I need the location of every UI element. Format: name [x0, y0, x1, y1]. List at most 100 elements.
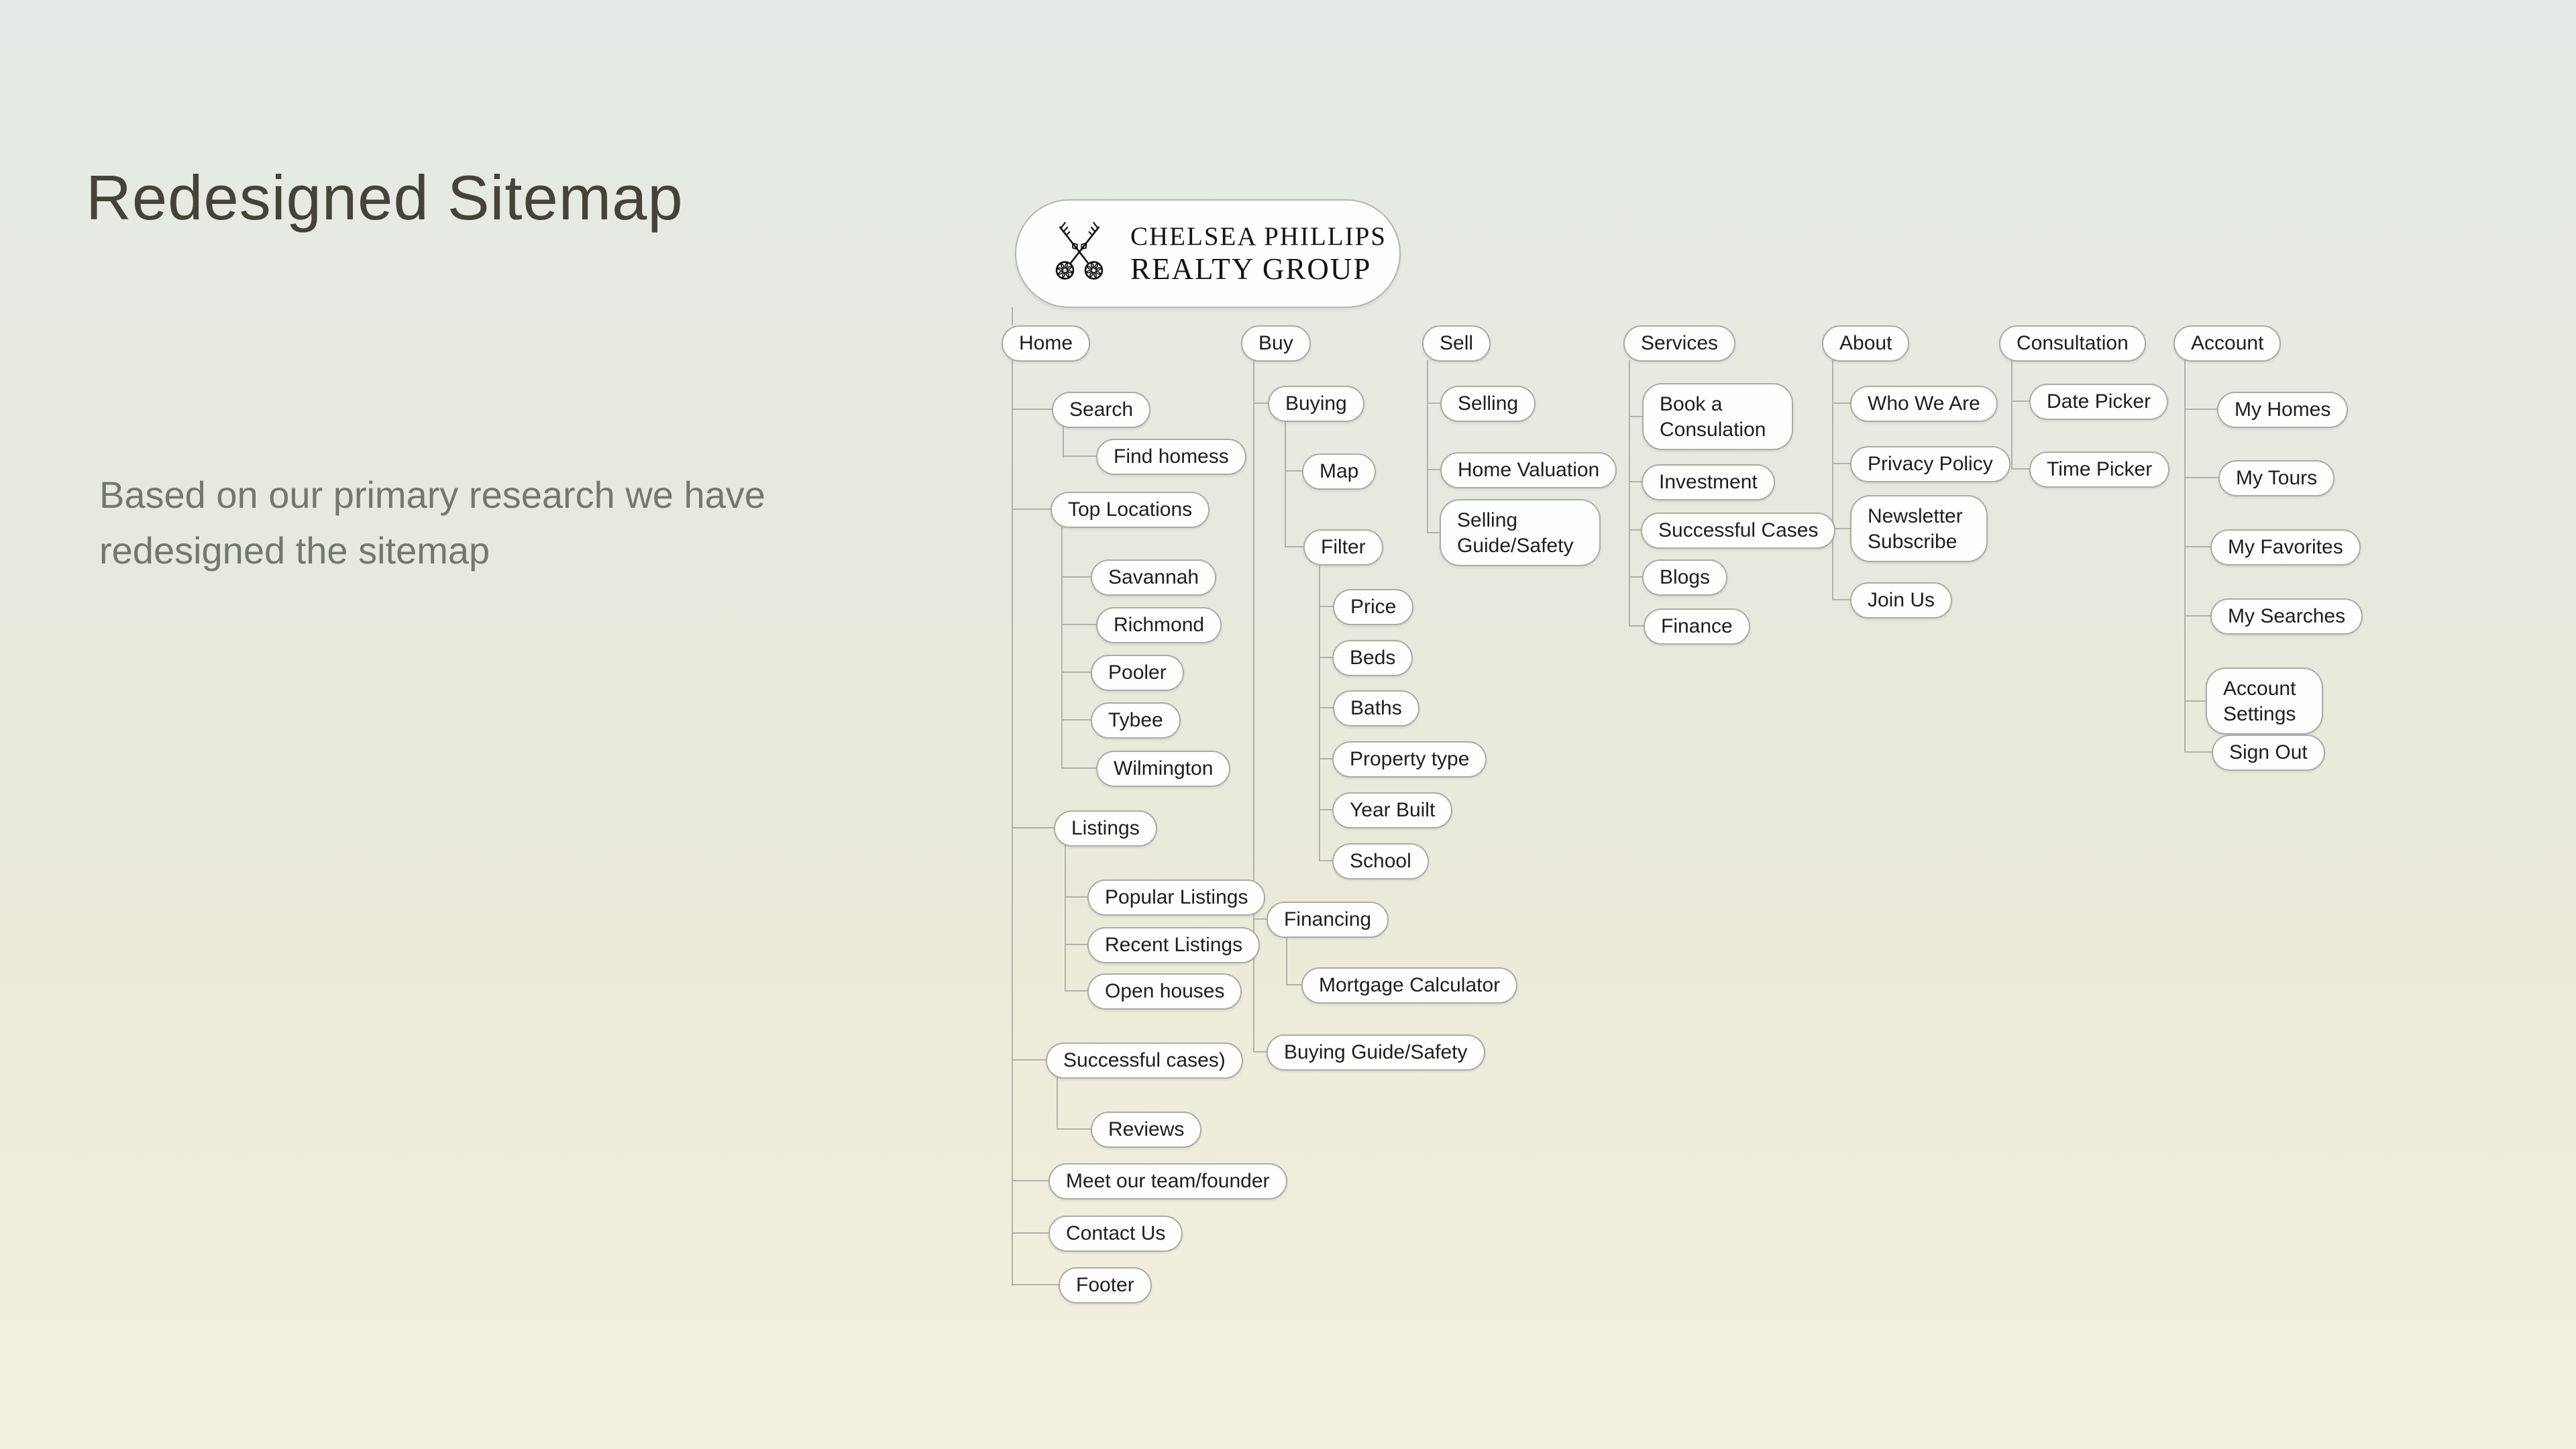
node-financing[interactable]: Financing — [1267, 902, 1389, 938]
node-buy[interactable]: Buy — [1241, 325, 1311, 362]
node-school[interactable]: School — [1332, 843, 1429, 879]
node-successful-cases[interactable]: Successful cases) — [1046, 1042, 1243, 1079]
connector-line — [1057, 1128, 1091, 1130]
connector-line — [1061, 719, 1091, 720]
connector-line — [1253, 918, 1267, 920]
connector-line — [1012, 409, 1052, 410]
node-my-tours[interactable]: My Tours — [2218, 460, 2335, 496]
connector-line — [1629, 529, 1641, 531]
node-open-houses[interactable]: Open houses — [1087, 973, 1242, 1010]
connector-line — [2184, 409, 2217, 410]
logo-node[interactable]: CHELSEA PHILLIPS REALTY GROUP — [1015, 199, 1401, 308]
subtitle: Based on our primary research we have re… — [99, 467, 765, 578]
page-title: Redesigned Sitemap — [86, 162, 684, 233]
connector-line — [1832, 463, 1850, 464]
node-home-valuation[interactable]: Home Valuation — [1440, 452, 1617, 488]
node-home[interactable]: Home — [1002, 325, 1091, 362]
node-consultation[interactable]: Consultation — [1999, 325, 2146, 362]
node-my-searches[interactable]: My Searches — [2210, 598, 2363, 635]
connector-line — [1065, 944, 1087, 945]
node-reviews[interactable]: Reviews — [1091, 1112, 1202, 1148]
connector-line — [1629, 481, 1642, 482]
node-my-homes[interactable]: My Homes — [2217, 392, 2349, 428]
node-meet-our-team[interactable]: Meet our team/founder — [1049, 1163, 1287, 1199]
connector-line — [1285, 470, 1302, 472]
node-who-we-are[interactable]: Who We Are — [1850, 386, 1998, 422]
node-join-us[interactable]: Join Us — [1850, 582, 1953, 619]
crossed-keys-icon — [1043, 213, 1116, 294]
node-selling-guide-safety[interactable]: Selling Guide/Safety — [1440, 499, 1601, 566]
node-beds[interactable]: Beds — [1332, 640, 1413, 676]
node-pooler[interactable]: Pooler — [1091, 655, 1184, 691]
connector-line — [1253, 1051, 1267, 1053]
node-about[interactable]: About — [1822, 325, 1910, 362]
connector-line — [1063, 427, 1064, 458]
node-search[interactable]: Search — [1052, 392, 1151, 428]
connector-line — [1061, 527, 1063, 769]
connector-line — [1319, 860, 1332, 861]
node-filter[interactable]: Filter — [1303, 529, 1383, 566]
node-contact-us[interactable]: Contact Us — [1049, 1216, 1183, 1252]
logo-name: CHELSEA PHILLIPS — [1130, 222, 1387, 251]
connector-line — [1832, 402, 1850, 404]
node-time-picker[interactable]: Time Picker — [2029, 451, 2170, 488]
node-year-built[interactable]: Year Built — [1332, 792, 1453, 828]
connector-line — [1427, 469, 1440, 470]
node-blogs[interactable]: Blogs — [1642, 559, 1728, 596]
connector-line — [1057, 1077, 1058, 1130]
node-investment[interactable]: Investment — [1642, 464, 1775, 500]
connector-line — [1629, 416, 1642, 417]
node-listings[interactable]: Listings — [1054, 810, 1157, 847]
connector-line — [1832, 599, 1850, 600]
node-my-favorites[interactable]: My Favorites — [2210, 529, 2361, 566]
connector-line — [1319, 564, 1320, 861]
connector-line — [1319, 606, 1333, 607]
connector-line — [1427, 360, 1428, 533]
node-book-a-consulation[interactable]: Book a Consulation — [1642, 383, 1793, 450]
node-sign-out[interactable]: Sign Out — [2212, 735, 2325, 771]
connector-line — [1832, 360, 1833, 600]
connector-line — [1319, 758, 1332, 759]
connector-line — [1253, 402, 1268, 404]
logo-subname: REALTY GROUP — [1130, 252, 1372, 286]
connector-line — [1286, 936, 1287, 985]
connector-line — [2184, 700, 2206, 702]
connector-line — [1427, 402, 1440, 404]
connector-line — [1012, 307, 1013, 325]
node-account-settings[interactable]: Account Settings — [2206, 667, 2323, 735]
node-popular-listings[interactable]: Popular Listings — [1087, 879, 1266, 916]
node-privacy-policy[interactable]: Privacy Policy — [1850, 446, 2010, 482]
connector-line — [1832, 528, 1850, 529]
node-price[interactable]: Price — [1333, 589, 1414, 625]
node-richmond[interactable]: Richmond — [1096, 607, 1222, 643]
node-selling[interactable]: Selling — [1440, 386, 1536, 422]
node-mortgage-calculator[interactable]: Mortgage Calculator — [1301, 967, 1518, 1004]
connector-line — [1012, 1232, 1049, 1234]
connector-line — [1061, 767, 1096, 769]
connector-line — [1065, 896, 1087, 898]
node-property-type[interactable]: Property type — [1332, 741, 1487, 777]
subtitle-line-1: Based on our primary research we have — [99, 474, 765, 516]
connector-line — [2011, 400, 2029, 402]
node-newsletter-subscribe[interactable]: Newsletter Subscribe — [1850, 495, 1988, 562]
node-baths[interactable]: Baths — [1333, 690, 1419, 727]
node-wilmington[interactable]: Wilmington — [1096, 751, 1231, 787]
node-account[interactable]: Account — [2174, 325, 2282, 362]
node-savannah[interactable]: Savannah — [1091, 559, 1217, 596]
node-date-picker[interactable]: Date Picker — [2029, 384, 2169, 420]
node-recent-listings[interactable]: Recent Listings — [1087, 927, 1260, 963]
node-sell[interactable]: Sell — [1422, 325, 1491, 362]
node-tybee[interactable]: Tybee — [1091, 702, 1181, 739]
node-top-locations[interactable]: Top Locations — [1051, 492, 1210, 528]
connector-line — [1285, 421, 1286, 547]
node-buying[interactable]: Buying — [1268, 386, 1364, 422]
node-footer[interactable]: Footer — [1059, 1267, 1152, 1303]
connector-line — [1012, 1180, 1049, 1181]
node-finance[interactable]: Finance — [1644, 608, 1750, 645]
connector-line — [1061, 672, 1091, 673]
node-buying-guide-safety[interactable]: Buying Guide/Safety — [1267, 1034, 1485, 1071]
node-find-homess[interactable]: Find homess — [1096, 439, 1246, 475]
node-services[interactable]: Services — [1623, 325, 1736, 362]
node-map[interactable]: Map — [1302, 453, 1377, 490]
node-successful-cases-services[interactable]: Successful Cases — [1641, 513, 1836, 549]
